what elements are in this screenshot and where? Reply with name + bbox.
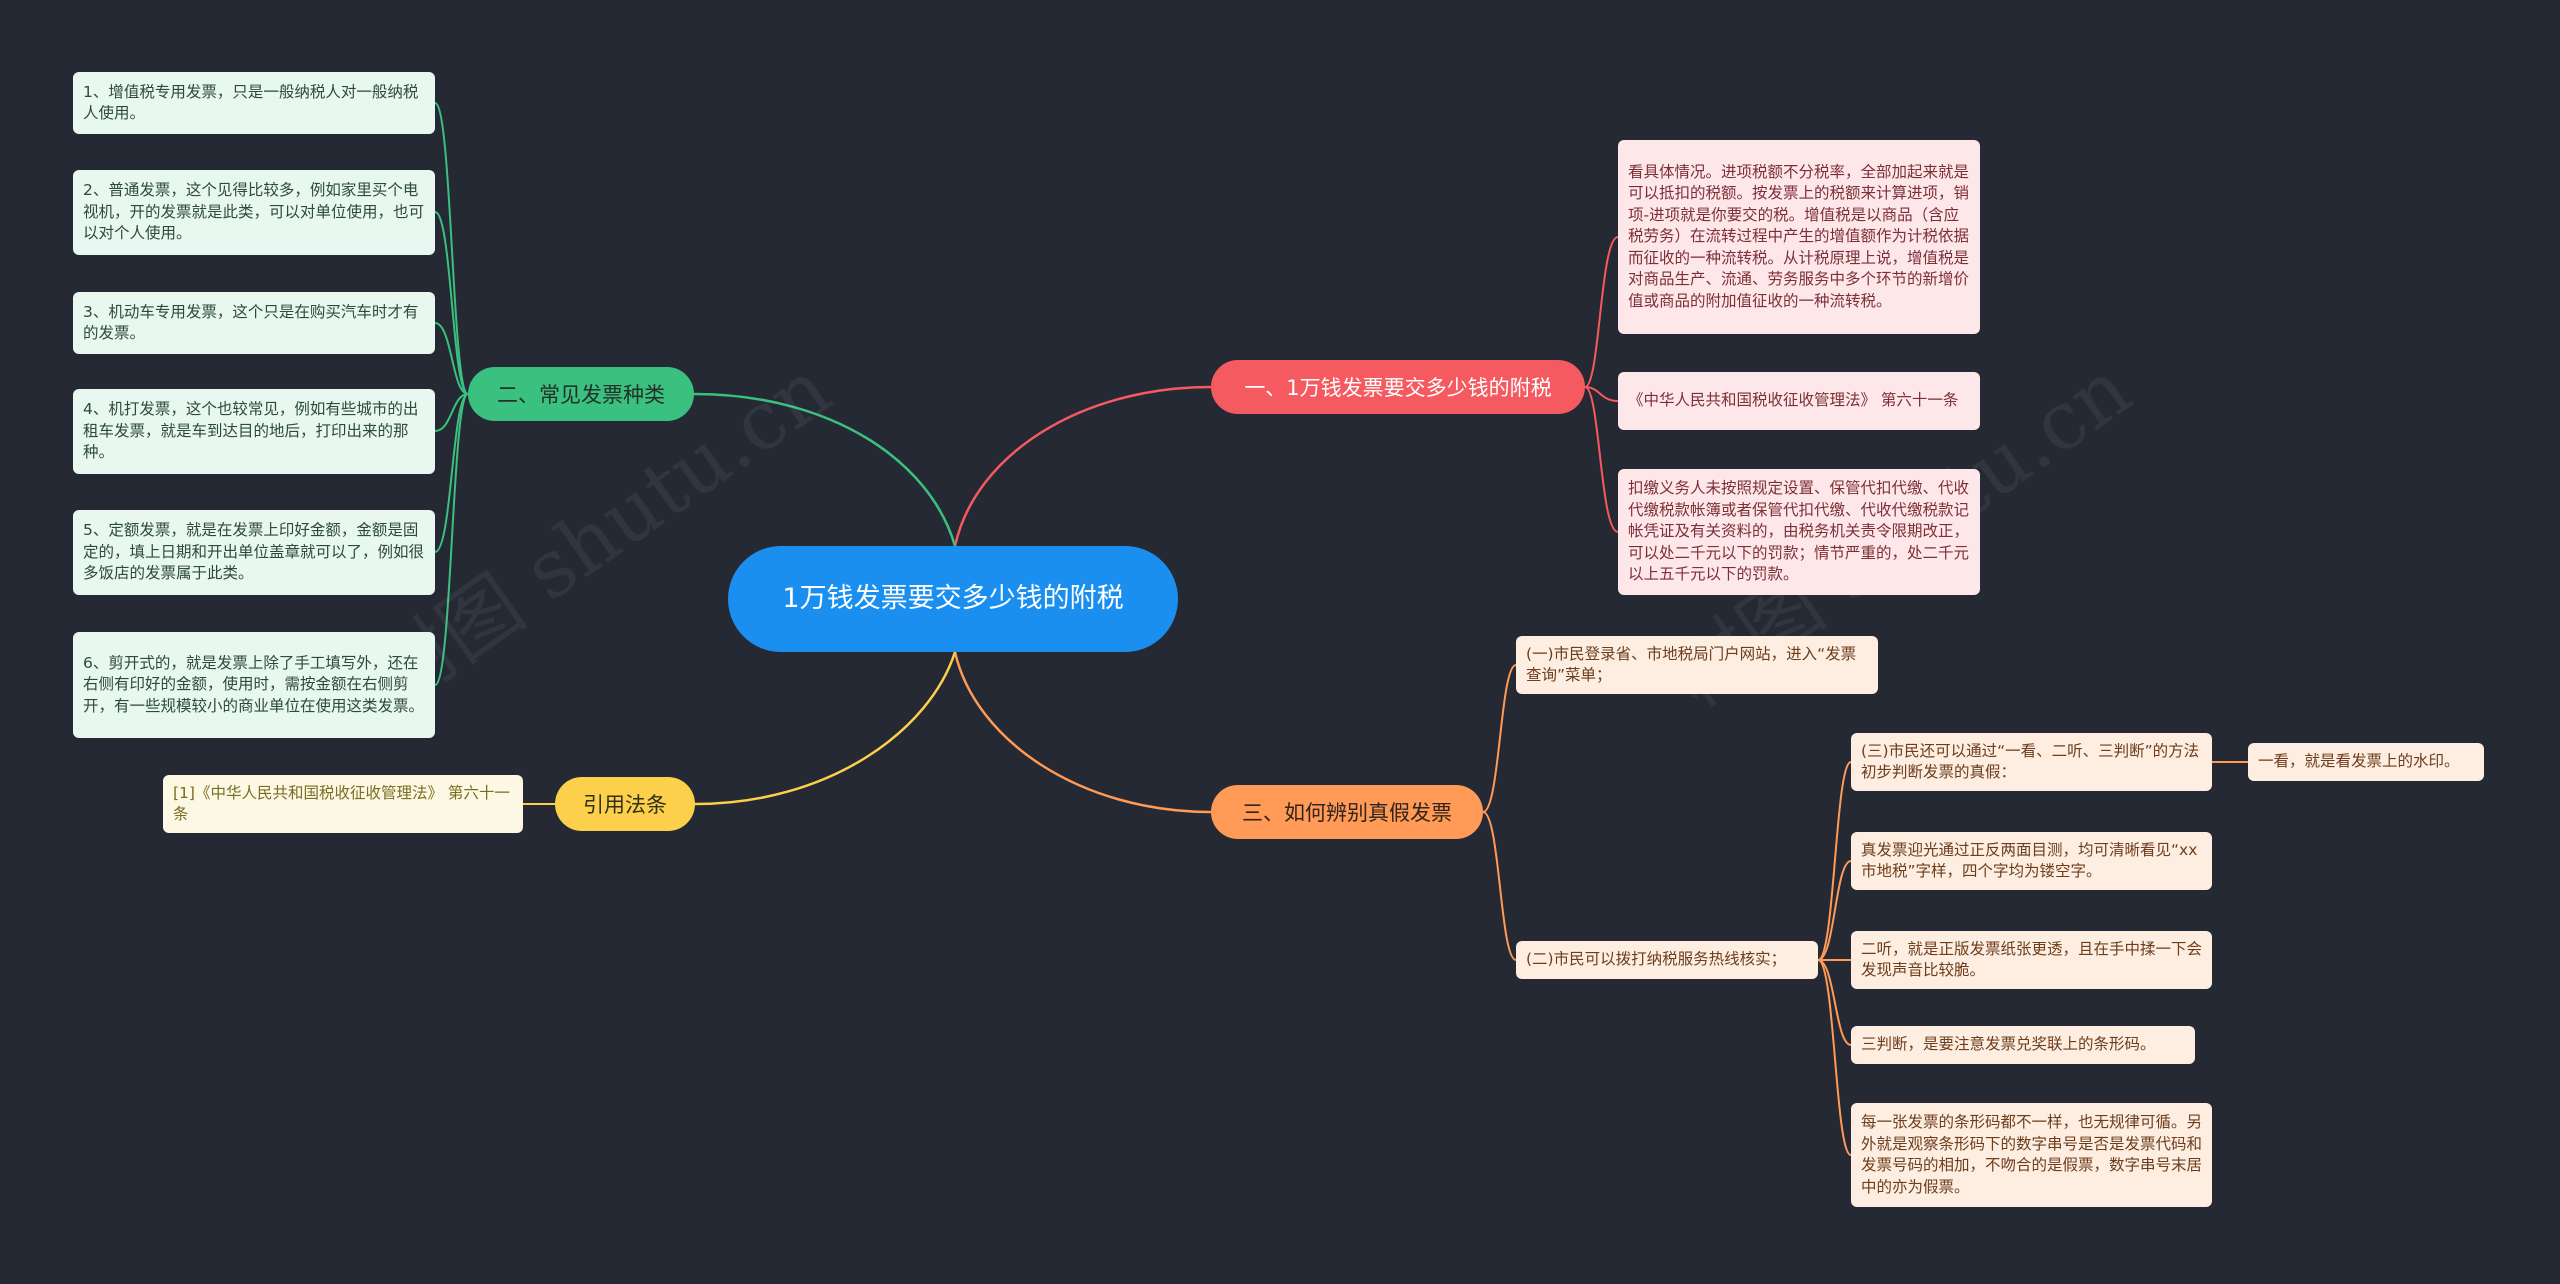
verify-sub-barcode[interactable]: 每一张发票的条形码都不一样，也无规律可循。另外就是观察条形码下的数字串号是否是发… [1851,1103,2212,1207]
tax-leaf-law-ref[interactable]: 《中华人民共和国税收征收管理法》 第六十一条 [1618,372,1980,430]
link-root-types [693,392,957,547]
verify-sub-intro[interactable]: (三)市民还可以通过“一看、二听、三判断”的方法初步判断发票的真假： [1851,733,2212,791]
link-root-tax [953,385,1212,547]
branch-cited-law[interactable]: 引用法条 [555,777,695,831]
verify-sub-light-test[interactable]: 真发票迎光通过正反两面目测，均可清晰看见“xx市地税”字样，四个字均为镂空字。 [1851,832,2212,890]
root-topic[interactable]: 1万钱发票要交多少钱的附税 [728,546,1178,652]
tax-leaf-explanation[interactable]: 看具体情况。进项税额不分税率，全部加起来就是可以抵扣的税额。按发票上的税额来计算… [1618,140,1980,334]
law-leaf-citation[interactable]: [1]《中华人民共和国税收征收管理法》 第六十一条 [163,775,523,833]
type-leaf-vat-special[interactable]: 1、增值税专用发票，只是一般纳税人对一般纳税人使用。 [73,72,435,134]
verify-sub-judge[interactable]: 三判断，是要注意发票兑奖联上的条形码。 [1851,1026,2195,1064]
verify-step-hotline[interactable]: (二)市民可以拨打纳税服务热线核实； [1516,941,1818,979]
type-leaf-machine-printed[interactable]: 4、机打发票，这个也较常见，例如有些城市的出租车发票，就是车到达目的地后，打印出… [73,389,435,474]
verify-sub-look[interactable]: 一看，就是看发票上的水印。 [2248,743,2484,781]
tax-leaf-penalty[interactable]: 扣缴义务人未按照规定设置、保管代扣代缴、代收代缴税款帐簿或者保管代扣代缴、代收代… [1618,469,1980,595]
type-leaf-fixed-amount[interactable]: 5、定额发票，就是在发票上印好金额，金额是固定的，填上日期和开出单位盖章就可以了… [73,510,435,595]
link-root-law [694,651,957,806]
branch-verify-invoice[interactable]: 三、如何辨别真假发票 [1211,785,1483,839]
branch-invoice-types[interactable]: 二、常见发票种类 [468,367,694,421]
type-leaf-vehicle[interactable]: 3、机动车专用发票，这个只是在购买汽车时才有的发票。 [73,292,435,354]
type-leaf-ordinary[interactable]: 2、普通发票，这个见得比较多，例如家里买个电视机，开的发票就是此类，可以对单位使… [73,170,435,255]
type-leaf-cut-type[interactable]: 6、剪开式的，就是发票上除了手工填写外，还在右侧有印好的金额，使用时，需按金额在… [73,632,435,738]
verify-step-website[interactable]: (一)市民登录省、市地税局门户网站，进入“发票查询”菜单； [1516,636,1878,694]
link-root-verify [953,651,1212,814]
verify-sub-listen[interactable]: 二听，就是正版发票纸张更透，且在手中揉一下会发现声音比较脆。 [1851,931,2212,989]
branch-tax-amount[interactable]: 一、1万钱发票要交多少钱的附税 [1211,360,1585,414]
